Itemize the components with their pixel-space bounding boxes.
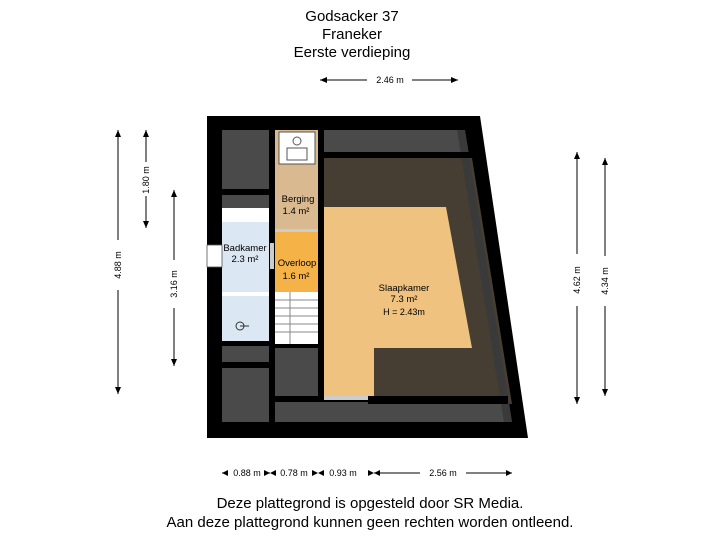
wall-badkamer-top <box>222 189 269 195</box>
footer-line1: Deze plattegrond is opgesteld door SR Me… <box>217 495 524 512</box>
dim-left-outer <box>115 130 121 394</box>
toilet-bowl <box>292 136 302 146</box>
floor-title: Eerste verdieping <box>294 44 411 61</box>
dim-left-upper-label: 1.80 m <box>141 166 151 194</box>
dim-top <box>320 77 458 83</box>
dim-bottom-1: 0.88 m <box>233 468 261 478</box>
wall-top-slaapkamer <box>324 152 474 158</box>
dim-left-outer-label: 4.88 m <box>113 251 123 279</box>
wall-badkamer-right <box>269 232 275 346</box>
dim-right-inner-label: 4.62 m <box>572 266 582 294</box>
door-berging <box>275 229 318 232</box>
slaapkamer-area: 7.3 m² <box>391 294 418 305</box>
city-title: Franeker <box>322 26 382 43</box>
dim-left-middle <box>171 190 177 366</box>
wall-lower-mid <box>269 346 275 422</box>
overloop-name: Overloop <box>278 258 317 269</box>
footer-line2: Aan deze plattegrond kunnen geen rechten… <box>167 514 574 531</box>
address-title: Godsacker 37 <box>305 8 398 25</box>
berging-area: 1.4 m² <box>283 206 310 217</box>
dim-bottom-4: 2.56 m <box>429 468 457 478</box>
slaapkamer-name: Slaapkamer <box>379 283 430 294</box>
dim-right-inner <box>574 152 580 404</box>
door-bottom <box>324 396 368 400</box>
shower-line <box>222 292 269 296</box>
wall-badkamer-bottom <box>222 341 272 346</box>
dim-left-middle-label: 3.16 m <box>169 270 179 298</box>
dim-top-label: 2.46 m <box>376 75 404 85</box>
overloop-floor <box>275 232 318 292</box>
window-badkamer <box>206 244 223 268</box>
dim-bottom-2: 0.78 m <box>280 468 308 478</box>
wall-vertical-1 <box>318 130 324 402</box>
stairs <box>275 292 318 344</box>
dim-right-outer-label: 4.34 m <box>600 267 610 295</box>
wall-stairs <box>275 344 318 348</box>
dim-left-upper <box>143 130 149 228</box>
wall-lower-left <box>222 362 269 368</box>
wall-berging-left <box>269 130 275 232</box>
wall-bottom-dark <box>368 396 508 404</box>
badkamer-counter <box>222 208 269 222</box>
slaapkamer-floor <box>324 207 472 396</box>
wall-lower-stairs <box>275 396 318 402</box>
dim-right-outer <box>602 158 608 396</box>
berging-name: Berging <box>282 194 315 205</box>
badkamer-counter-bottom <box>222 222 269 235</box>
toilet-tank <box>286 147 308 161</box>
overloop-area: 1.6 m² <box>283 271 310 282</box>
dim-bottom-3: 0.93 m <box>329 468 357 478</box>
stairs-lines <box>275 292 318 344</box>
dim-bottom <box>222 470 512 476</box>
badkamer-area: 2.3 m² <box>232 254 259 265</box>
slope-edge <box>457 130 512 422</box>
slaapkamer-height: H = 2.43m <box>383 307 425 317</box>
badkamer-floor <box>222 235 269 341</box>
badkamer-name: Badkamer <box>223 243 266 254</box>
door-badkamer <box>270 243 274 269</box>
